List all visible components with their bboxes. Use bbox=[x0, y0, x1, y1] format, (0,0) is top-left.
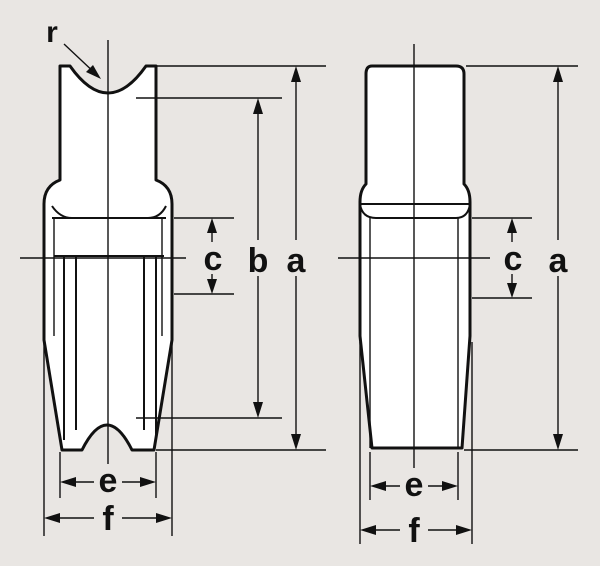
dimension-c-left: c bbox=[199, 218, 227, 294]
label-r: r bbox=[46, 16, 58, 49]
dimension-f-right: f bbox=[360, 512, 472, 552]
label-a-left: a bbox=[287, 242, 307, 280]
grooved-wheel-view: a b c e bbox=[20, 16, 326, 540]
label-b: b bbox=[248, 242, 269, 280]
label-a-right: a bbox=[549, 242, 569, 280]
dimension-c-right: c bbox=[499, 218, 527, 298]
flat-wheel-view: a c e f bbox=[338, 44, 578, 552]
dimension-e-left: e bbox=[60, 462, 156, 500]
dimension-e-right: e bbox=[370, 466, 458, 504]
label-f-right: f bbox=[408, 512, 420, 550]
dimension-b: b bbox=[242, 98, 274, 418]
dimension-a-right: a bbox=[544, 66, 574, 450]
label-f-left: f bbox=[102, 500, 114, 538]
label-c-left: c bbox=[204, 240, 223, 278]
label-e-left: e bbox=[99, 462, 118, 500]
dimension-f-left: f bbox=[44, 500, 172, 540]
dimension-r: r bbox=[46, 16, 101, 79]
label-c-right: c bbox=[504, 240, 523, 278]
label-e-right: e bbox=[405, 466, 424, 504]
flat-wheel-body bbox=[358, 64, 472, 450]
dimension-a-left: a bbox=[282, 66, 312, 450]
